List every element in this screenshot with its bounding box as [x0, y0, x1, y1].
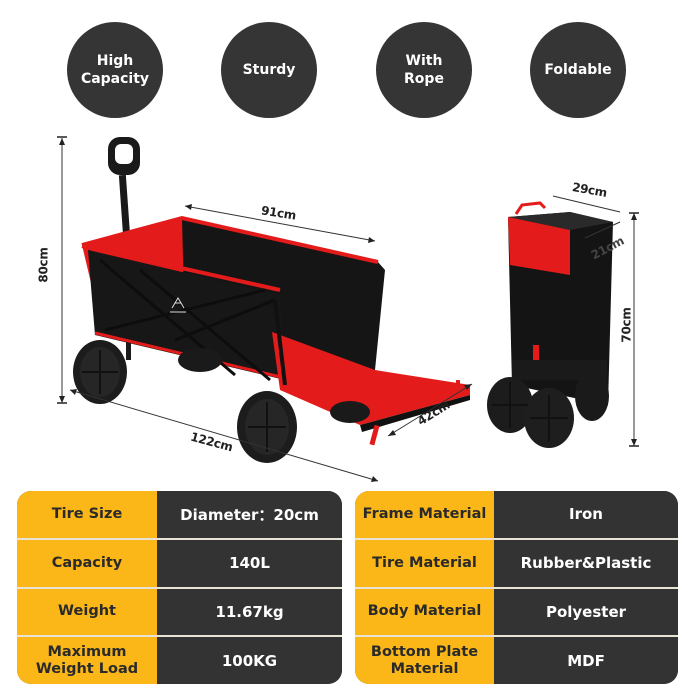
- dim-label-folded-height: 70cm: [619, 307, 634, 343]
- dimension-line-total-length: [69, 389, 379, 482]
- spec-row-capacity: Capacity 140L: [17, 539, 342, 589]
- spec-table-right: Frame Material Iron Tire Material Rubber…: [355, 491, 678, 684]
- spec-row-weight: Weight 11.67kg: [17, 588, 342, 638]
- spec-value: Iron: [494, 491, 678, 538]
- spec-row-max-load: Maximum Weight Load 100KG: [17, 637, 342, 684]
- feature-label: High Capacity: [81, 52, 149, 88]
- spec-label: Maximum Weight Load: [17, 637, 157, 684]
- spec-value: 100KG: [157, 637, 342, 684]
- feature-badge-foldable: Foldable: [530, 22, 626, 118]
- spec-row-frame-material: Frame Material Iron: [355, 491, 678, 540]
- feature-label-line: With: [405, 53, 443, 69]
- spec-value: MDF: [494, 637, 678, 684]
- wagon-wheel-front: [237, 391, 297, 463]
- feature-badge-with-rope: With Rope: [376, 22, 472, 118]
- dimension-line-folded-width: [552, 195, 621, 213]
- feature-label-line: Capacity: [80, 71, 150, 87]
- wagon-product-illustration: [57, 136, 639, 482]
- wagon-front-panel: [88, 250, 285, 380]
- spec-label: Capacity: [17, 539, 157, 587]
- wagon-wheel-rear: [73, 340, 127, 404]
- spec-label: Frame Material: [355, 491, 494, 538]
- spec-value: Polyester: [494, 588, 678, 636]
- spec-row-tire-size: Tire Size Diameter：20cm: [17, 491, 342, 540]
- brand-logo-icon: [170, 297, 186, 313]
- spec-value: 11.67kg: [157, 588, 342, 636]
- dimension-line-folded-depth: [584, 221, 621, 239]
- dimension-line-top-length: [184, 204, 376, 243]
- dimension-line-height: [57, 136, 67, 404]
- spec-value: 140L: [157, 539, 342, 587]
- feature-badge-sturdy: Sturdy: [221, 22, 317, 118]
- wagon-tailgate: [272, 332, 470, 425]
- dim-label-height: 80cm: [36, 247, 51, 283]
- feature-label-line: High: [96, 53, 134, 69]
- spec-label: Weight: [17, 588, 157, 636]
- spec-label: Body Material: [355, 588, 494, 636]
- spec-row-tire-material: Tire Material Rubber&Plastic: [355, 539, 678, 589]
- feature-label-line: Rope: [404, 71, 444, 87]
- feature-label: With Rope: [404, 52, 444, 88]
- spec-row-body-material: Body Material Polyester: [355, 588, 678, 638]
- feature-badge-high-capacity: High Capacity: [67, 22, 163, 118]
- feature-label: Sturdy: [242, 62, 296, 78]
- spec-label: Tire Size: [17, 491, 157, 538]
- dimension-line-folded-height: [629, 212, 639, 447]
- spec-label: Bottom Plate Material: [355, 637, 494, 684]
- spec-label: Tire Material: [355, 539, 494, 587]
- dimension-line-tailgate: [387, 383, 473, 437]
- folded-wagon: [487, 201, 613, 448]
- spec-row-bottom-plate-material: Bottom Plate Material MDF: [355, 637, 678, 684]
- spec-value: Rubber&Plastic: [494, 539, 678, 587]
- feature-label: Foldable: [544, 62, 612, 78]
- spec-table-left: Tire Size Diameter：20cm Capacity 140L We…: [17, 491, 342, 684]
- spec-value: Diameter：20cm: [157, 491, 342, 538]
